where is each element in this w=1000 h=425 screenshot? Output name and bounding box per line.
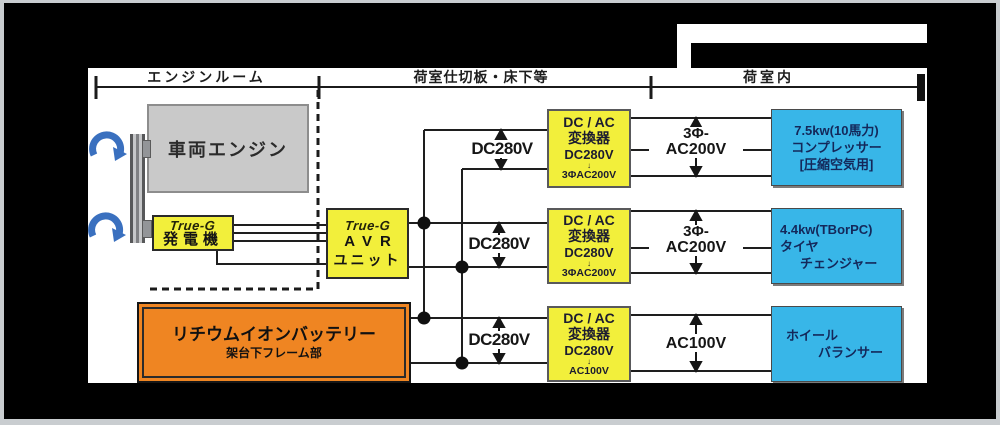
three-phase-ac200v-label: 3Φ- AC200V	[649, 125, 743, 158]
three-phase-ac200v-label: 3Φ- AC200V	[649, 223, 743, 256]
avr-unit-label: ユニット	[333, 252, 402, 268]
down-arrow-icon: ↓	[587, 258, 591, 268]
junction-dots	[417, 216, 469, 370]
masked-logo-area-inner	[691, 43, 927, 68]
ac100v-label: AC100V	[652, 335, 740, 352]
converter-line: 変換器	[568, 325, 610, 342]
avr-label: AVR	[344, 233, 399, 250]
dc-ac-converter-2: DC / AC 変換器 DC280V ↓ 3ΦAC200V	[547, 208, 631, 284]
generator-label: 発電機	[162, 230, 223, 248]
vehicle-engine-box: 車両エンジン	[147, 104, 309, 193]
converter-line: DC280V	[564, 244, 614, 260]
phase-label-top: 3Φ-	[683, 223, 709, 240]
converter-line: DC / AC	[563, 114, 615, 130]
converter-line: 変換器	[568, 227, 610, 244]
down-arrow-icon: ↓	[587, 161, 591, 170]
dc-ac-converter-1: DC / AC 変換器 DC280V ↓ 3ΦAC200V	[547, 109, 631, 188]
lithium-battery-box: リチウムイオンバッテリー 架台下フレーム部	[137, 302, 411, 383]
converter-line: DC280V	[564, 147, 614, 162]
converter-line: 変換器	[568, 130, 610, 146]
avr-unit-box: True-G AVR ユニット	[326, 208, 409, 279]
load-line: コンプレッサー	[791, 140, 882, 155]
battery-subtitle: 架台下フレーム部	[226, 345, 322, 360]
load-line: [圧縮空気用]	[799, 157, 874, 172]
converter-line: DC / AC	[563, 211, 615, 228]
load-line: 4.4kw(TBorPC)	[780, 221, 873, 237]
generator-box: True-G 発電機	[152, 215, 234, 251]
belt-drive	[130, 134, 145, 243]
load-line: 7.5kw(10馬力)	[794, 123, 879, 138]
converter-line: 3ΦAC200V	[561, 169, 617, 181]
load-line: チェンジャー	[800, 255, 878, 271]
phase-label-top: 3Φ-	[683, 125, 709, 142]
dc280v-label: DC280V	[464, 331, 534, 349]
converter-line: 3ΦAC200V	[561, 266, 617, 279]
converter-line: AC100V	[569, 364, 609, 377]
phase-label-bottom: AC200V	[665, 239, 727, 256]
load-line: タイヤ	[780, 238, 819, 254]
down-arrow-icon: ↓	[587, 356, 591, 366]
tire-changer-box: 4.4kw(TBorPC) タイヤ チェンジャー	[771, 208, 902, 284]
phase-label-bottom: AC200V	[665, 141, 727, 158]
dc280v-label: DC280V	[467, 140, 537, 158]
generator-shaft-stub	[142, 220, 152, 238]
vehicle-engine-label: 車両エンジン	[168, 139, 288, 160]
compressor-box: 7.5kw(10馬力) コンプレッサー [圧縮空気用]	[771, 109, 902, 186]
dc280v-label: DC280V	[464, 235, 534, 253]
section-label-cargo-room: 荷室内	[743, 69, 794, 85]
bracket-end-tick	[917, 74, 925, 101]
dc-ac-converter-3: DC / AC 変換器 DC280V ↓ AC100V	[547, 306, 631, 382]
true-g-logo: True-G	[344, 218, 391, 233]
load-line: バランサー	[818, 345, 884, 360]
converter-line: DC / AC	[563, 309, 615, 326]
true-g-logo: True-G	[169, 217, 217, 233]
battery-inner-border	[142, 307, 406, 378]
engine-room-boundary-dashed	[145, 90, 320, 291]
converter-line: DC280V	[564, 342, 614, 358]
section-label-engine-room: エンジンルーム	[147, 69, 266, 85]
rotation-arrow-icon	[89, 131, 127, 161]
rotation-arrow-icon	[88, 212, 126, 242]
wheel-balancer-box: ホイール バランサー	[771, 306, 902, 382]
wiring-layer	[94, 74, 925, 374]
battery-title: リチウムイオンバッテリー	[172, 324, 376, 344]
load-line: ホイール	[786, 328, 839, 343]
engine-shaft-stub	[142, 140, 151, 158]
section-label-partition: 荷室仕切板・床下等	[413, 69, 549, 85]
